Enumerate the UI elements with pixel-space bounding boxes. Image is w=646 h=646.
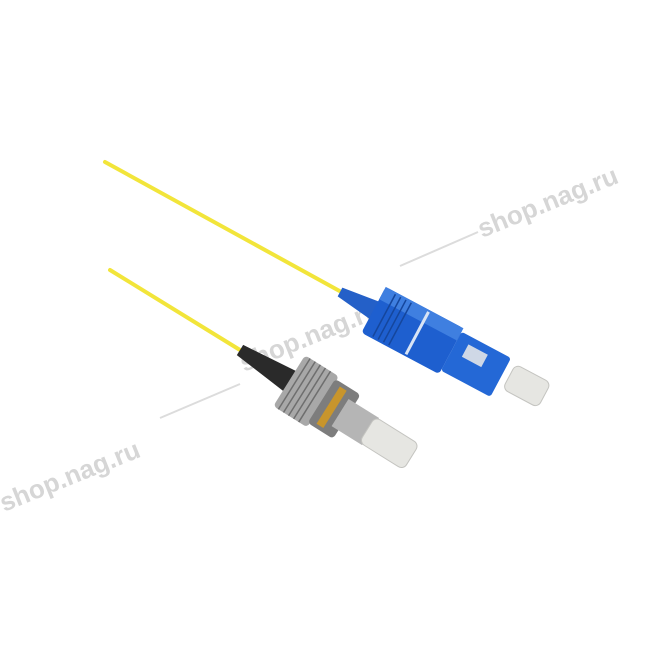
watermark-text: shop.nag.ru bbox=[0, 434, 144, 518]
watermark-lines bbox=[159, 231, 479, 419]
st-connector bbox=[236, 344, 418, 468]
sc-connector bbox=[337, 286, 510, 396]
fiber-cable-lower bbox=[108, 268, 242, 352]
fiber-cable-upper bbox=[103, 160, 347, 296]
watermark-text: shop.nag.ru bbox=[473, 160, 622, 244]
sc-ferrule bbox=[504, 365, 550, 407]
